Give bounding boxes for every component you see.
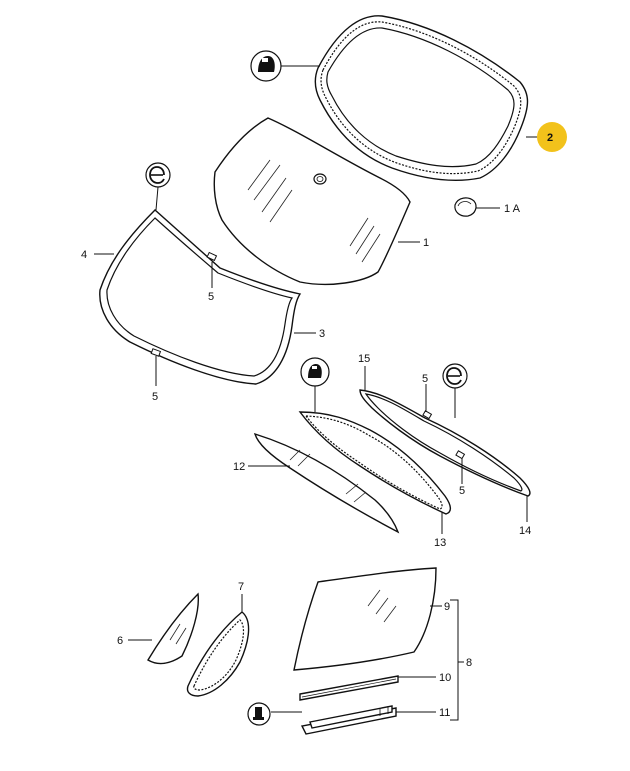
- mirror-mount: [313, 173, 327, 185]
- callout-8: 8: [466, 657, 472, 669]
- callout-3: 3: [319, 328, 325, 340]
- joint-clip-lower: [150, 348, 162, 357]
- channel-clip-lower: [455, 450, 466, 460]
- sealant-tube-icon: [250, 50, 282, 82]
- e-clip-icon-2: [442, 363, 468, 389]
- part-1a-grommet[interactable]: [454, 197, 477, 217]
- part-12-quarter-glass[interactable]: [253, 432, 400, 534]
- part-3-windshield-seal[interactable]: [99, 209, 302, 385]
- callout-5b: 5: [152, 391, 158, 403]
- callout-12: 12: [233, 461, 245, 473]
- callout-6: 6: [117, 635, 123, 647]
- callout-10: 10: [439, 672, 451, 684]
- joint-clip-upper: [206, 251, 218, 262]
- callout-9: 9: [444, 601, 450, 613]
- sealant-tube-icon-2: [300, 357, 330, 387]
- part-10-glass-channel[interactable]: [299, 675, 399, 701]
- callout-5c: 5: [422, 373, 428, 385]
- callout-2: 2: [547, 132, 553, 144]
- callout-4: 4: [81, 249, 87, 261]
- callout-13: 13: [434, 537, 446, 549]
- part-7-vent-seal[interactable]: [186, 611, 250, 697]
- callout-labels: 2 1 A 1 4 5 3 5 15 5 12 5 13 14 7 9 6 8 …: [81, 132, 553, 719]
- callout-5a: 5: [208, 291, 214, 303]
- part-11-lifting-channel[interactable]: [300, 705, 397, 735]
- callout-5d: 5: [459, 485, 465, 497]
- part-6-vent-glass[interactable]: [147, 592, 200, 665]
- leader-lines: [94, 65, 540, 721]
- callout-11: 11: [439, 707, 450, 719]
- callout-14: 14: [519, 525, 531, 537]
- part-9-door-glass[interactable]: [293, 567, 437, 671]
- callout-1: 1: [423, 237, 429, 249]
- callout-1a: 1 A: [504, 203, 521, 215]
- callout-7: 7: [238, 581, 244, 593]
- e-clip-icon: [145, 162, 171, 188]
- glass-hatching: [247, 159, 381, 263]
- part-2-rear-window-seal[interactable]: [314, 15, 529, 182]
- channel-clip-upper: [422, 410, 433, 420]
- part-14-window-channel[interactable]: [359, 389, 531, 497]
- grommet-icon: [247, 702, 271, 726]
- part-1-windshield-glass[interactable]: [213, 117, 411, 286]
- callout-15: 15: [358, 353, 370, 365]
- part-13-quarter-glass-seal[interactable]: [298, 411, 452, 515]
- highlight-badge-2[interactable]: [537, 122, 567, 152]
